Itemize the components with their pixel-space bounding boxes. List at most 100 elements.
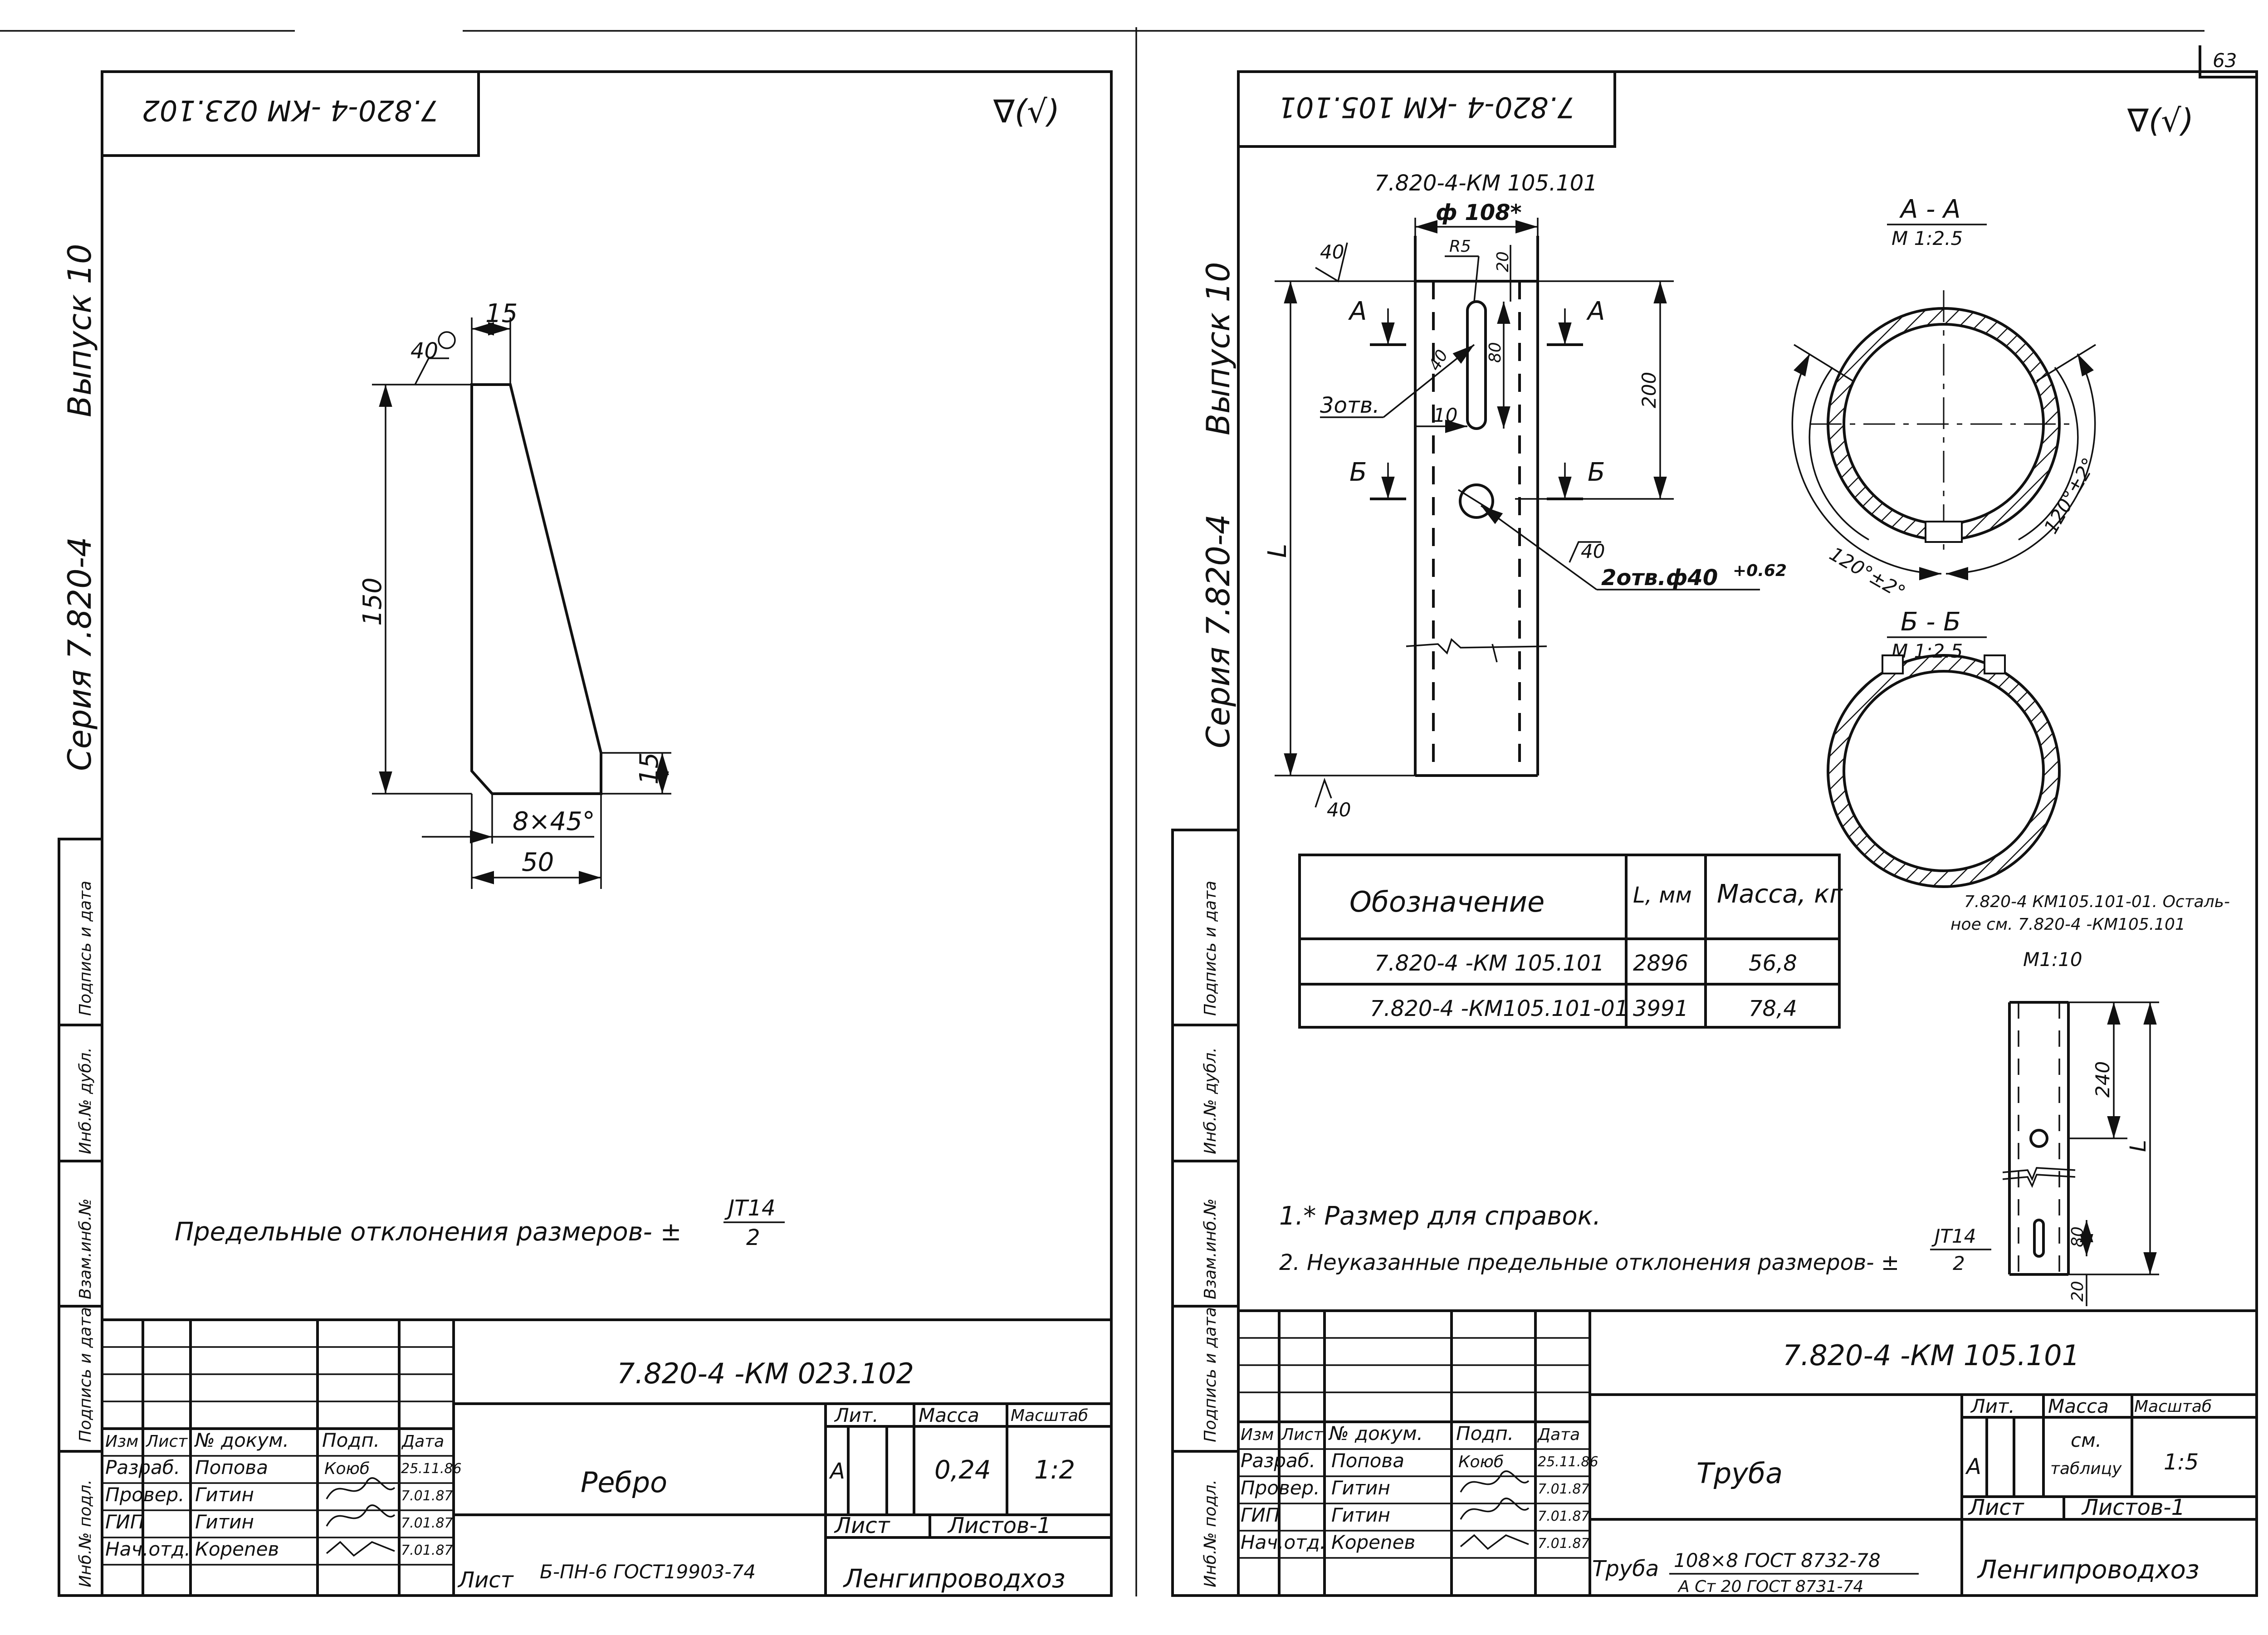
dim-40-slot: 40 [1425,347,1452,374]
right-tb-r2-date: 7.01.87 [1538,1508,1590,1524]
dim-chamfer: 8×45° [513,807,595,836]
right-tb-sheets: Листов-1 [2081,1495,2185,1520]
right-tb-r1-date: 7.01.87 [1538,1481,1590,1497]
section-bb: Б - Б М 1:2.5 [1827,607,2061,888]
table-r1-c2: 78,4 [1749,996,1797,1021]
right-tb-h2: № докум. [1328,1422,1423,1445]
left-note-den: 2 [746,1225,760,1250]
right-side-label-1: Подпись и дата [1201,1307,1220,1442]
left-note-num: JT14 [724,1196,776,1221]
right-tb-material: Труба [1592,1556,1659,1581]
right-note-den: 2 [1953,1252,1965,1274]
section-bb-title: Б - Б [1901,607,1961,637]
dim-15-top: 15 [485,299,518,328]
left-tb-r0-date: 25.11.86 [401,1461,462,1477]
variant-view: 240 L 80 20 [2002,1001,2159,1306]
right-signature-1 [1460,1470,1530,1493]
right-tb-name: Труба [1696,1457,1783,1490]
rough-40-left: 40 [411,338,438,364]
right-tb-h0: Изм [1241,1425,1274,1444]
right-tb-r3-date: 7.01.87 [1538,1536,1590,1552]
section-aa-angle1: 120°±2° [1826,542,1909,603]
left-tb-h4: Дата [401,1432,444,1451]
left-tb-r2-date: 7.01.87 [401,1515,453,1531]
label-2holes-tol: +0.62 [1733,561,1787,580]
right-tb-h4: Дата [1537,1425,1580,1444]
right-tb-r3-name: Кореneв [1331,1531,1415,1553]
left-tb-h0: Изм [105,1432,138,1451]
right-tb-lit-header: Лит. [1970,1395,2015,1417]
left-tb-lit-header: Лит. [834,1404,879,1426]
left-tb-h2: № докум. [194,1429,289,1451]
left-signature-3 [326,1541,395,1557]
right-tb-r0-date: 25.11.86 [1538,1454,1598,1470]
left-tb-sheets: Листов-1 [947,1513,1051,1538]
right-series-label: Серия 7.820-4 [1200,514,1237,748]
left-signature-1 [326,1477,396,1499]
table-header-1: L, мм [1633,883,1692,908]
right-tb-h1: Лист [1281,1425,1323,1444]
left-issue-label: Выпуск 10 [61,244,98,417]
section-b-right: Б [1588,458,1605,487]
left-side-label-1: Подпись и дата [76,1307,95,1442]
dim-20: 20 [1494,251,1512,272]
left-roughness-mark: ∇(√) [993,93,1060,130]
variant-dim-20: 20 [2068,1281,2087,1302]
rough-40-a: 40 [1320,241,1344,263]
left-tb-r3-date: 7.01.87 [401,1542,453,1558]
left-tb-r1-role: Провер. [105,1484,185,1506]
right-tb-mass-header: Масса [2048,1395,2109,1417]
left-tb-org: Ленгипроводхоз [843,1564,1066,1594]
right-tb-mass-1: см. [2071,1429,2102,1451]
left-side-label-4: Подпись и дата [76,881,95,1016]
table-header-0: Обозначение [1349,885,1545,918]
right-tb-r1-role: Провер. [1241,1477,1320,1499]
left-tb-r3-name: Кореneв [195,1538,279,1560]
part-label: 7.820-4-КМ 105.101 [1374,171,1598,196]
left-side-label-2: Взам.инб.№ [76,1198,95,1299]
rib-outline [470,383,602,795]
left-note: Предельные отклонения размеров- ± [175,1217,682,1247]
right-signature-3 [1460,1534,1529,1550]
dim-r5: R5 [1449,237,1471,256]
right-tb-sheet: Лист [1968,1495,2025,1520]
left-tb-sheet: Лист [834,1513,891,1538]
right-tb-h3: Подп. [1456,1422,1514,1445]
table-header-2: Масса, кг [1717,879,1843,909]
dim-10: 10 [1433,404,1457,426]
right-tb-lit: А [1965,1454,1981,1479]
left-tb-name: Ребро [581,1466,667,1499]
left-tb-r2-name: Гитин [195,1511,254,1533]
left-title-block: 7.820-4 -КМ 023.102 Ребро Лит. Масса Мас… [102,1318,1111,1596]
variant-dim-240: 240 [2092,1061,2114,1098]
left-tb-r0-role: Разраб. [105,1456,180,1479]
dim-L: L [1263,544,1292,558]
table-r1-c1: 3991 [1633,996,1688,1021]
page-number-box: 63 [2199,45,2257,78]
left-side-strip [58,838,103,1597]
left-signature-2 [326,1504,396,1527]
right-stamp-mirrored: 7.820-4 -КМ 105.101 [1278,91,1575,124]
right-tb-material-spec-1: 108×8 ГОСТ 8732-78 [1674,1549,1881,1572]
right-side-label-3: Инб.№ дубл. [1201,1047,1220,1154]
label-3holes: 3отв. [1320,393,1379,418]
right-side-label-4: Подпись и дата [1201,881,1220,1016]
spec-table: Обозначение L, мм Масса, кг 7.820-4 -КМ … [1298,854,1843,1029]
left-tb-material-spec: Б-ПН-6 ГОСТ19903-74 [540,1561,756,1583]
left-tb-material: Лист [457,1567,514,1593]
variant-dim-80: 80 [2068,1226,2087,1247]
right-issue-label: Выпуск 10 [1200,262,1237,435]
left-tb-mass: 0,24 [934,1455,991,1485]
left-side-label-0: Инб.№ подл. [76,1479,95,1587]
right-tb-scale: 1:5 [2164,1450,2199,1475]
right-note-num: JT14 [1931,1225,1976,1247]
right-title-block: 7.820-4 -КМ 105.101 Труба Лит. Масса Мас… [1238,1309,2257,1596]
section-a-right: А [1586,297,1605,326]
dim-diameter: ф 108* [1436,200,1522,225]
table-r0-c0: 7.820-4 -КМ 105.101 [1374,951,1604,976]
dim-15-right: 15 [635,752,664,785]
left-tb-scale-header: Масштаб [1011,1406,1088,1425]
dim-50: 50 [522,848,554,877]
